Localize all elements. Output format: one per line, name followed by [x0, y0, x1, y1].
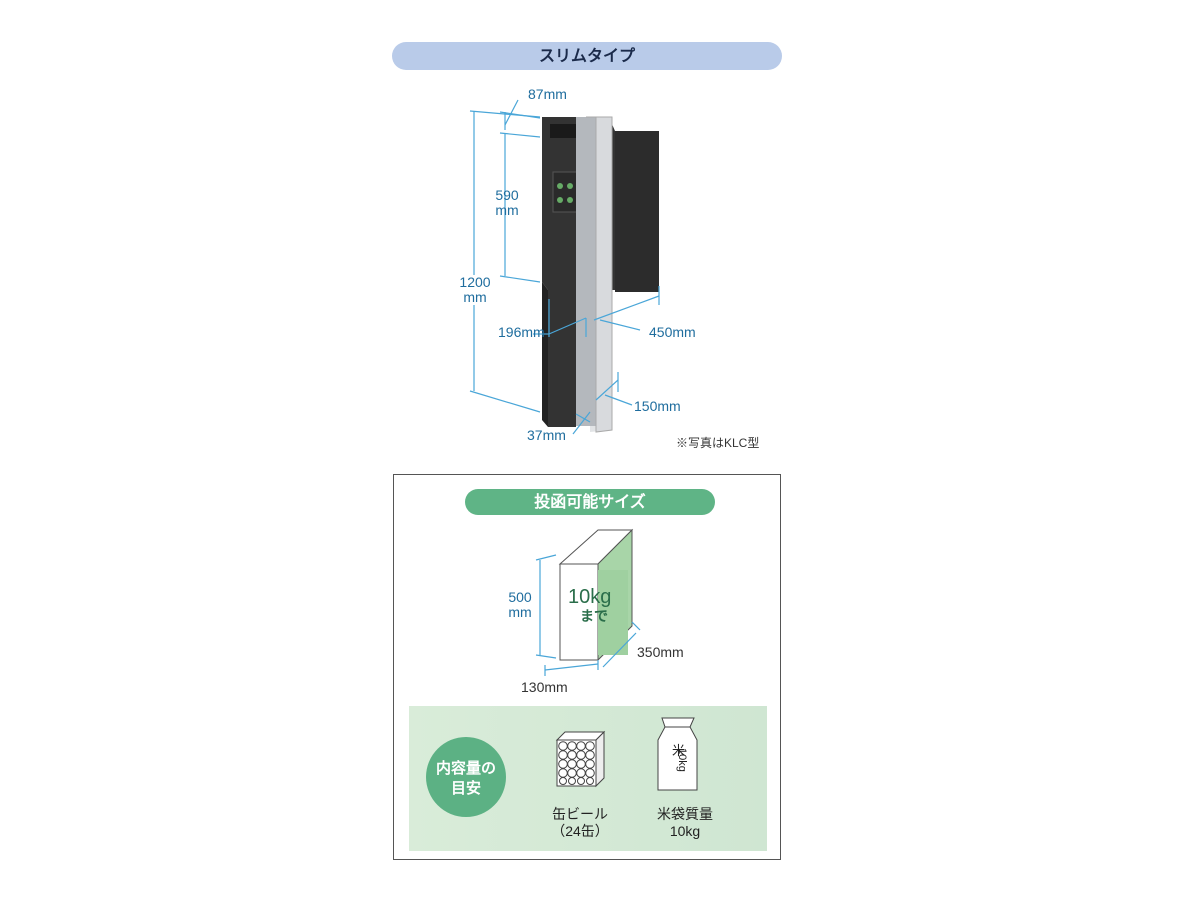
box-height-unit: mm	[508, 604, 532, 620]
post-width-label: 37mm	[527, 427, 566, 443]
total-height-unit: mm	[463, 289, 487, 305]
box-height-value: 500	[508, 589, 532, 605]
dimension-lines	[469, 99, 660, 435]
beer-cans-icon	[555, 730, 606, 788]
box-depth-label: 350mm	[637, 644, 684, 660]
box-side-shade	[598, 570, 628, 655]
weight-limit-value: 10kg	[568, 586, 612, 608]
photo-note: ※写真はKLC型	[676, 436, 760, 450]
indicator-icon	[567, 183, 573, 189]
indicator-icon	[557, 197, 563, 203]
page-title: スリムタイプ	[392, 42, 782, 70]
capacity-heading: 内容量の 目安	[426, 737, 506, 817]
silver-post-front	[576, 117, 596, 426]
capacity-heading-line2: 目安	[450, 779, 481, 797]
box-width-label: 130mm	[521, 679, 568, 695]
silver-post	[586, 116, 613, 433]
rice-bag-weight: 10kg	[676, 748, 688, 772]
depth-label: 450mm	[649, 324, 696, 340]
top-depth-label: 87mm	[528, 86, 567, 102]
rice-bag-char: 米	[672, 743, 686, 758]
width-label: 196mm	[498, 324, 545, 340]
rice-label: 米袋質量 10kg	[645, 806, 725, 840]
weight-limit-suffix: まで	[580, 608, 608, 624]
box-height-label: 500 mm	[505, 590, 535, 620]
indicator-icon	[567, 197, 573, 203]
box-dimension-lines	[535, 554, 641, 676]
rice-name: 米袋質量	[657, 806, 713, 822]
indicator-icon	[557, 183, 563, 189]
rice-detail: 10kg	[669, 823, 701, 839]
rice-bag-icon	[657, 717, 698, 791]
beer-label: 缶ビール （24缶）	[540, 806, 620, 840]
beer-name: 缶ビール	[552, 806, 608, 822]
slot-height-label: 590 mm	[490, 188, 524, 218]
leg-shadow	[542, 282, 548, 427]
slot-height-unit: mm	[495, 202, 519, 218]
post-depth-label: 150mm	[634, 398, 681, 414]
slot-height-value: 590	[495, 187, 519, 203]
mailbox-leg	[548, 290, 576, 427]
total-height-label: 1200 mm	[455, 275, 495, 305]
section-title: 投函可能サイズ	[465, 489, 715, 515]
beer-detail: （24缶）	[551, 823, 609, 839]
mailbox-back	[615, 131, 659, 292]
total-height-value: 1200	[459, 274, 491, 290]
capacity-section	[393, 474, 781, 860]
control-panel	[552, 171, 578, 213]
capacity-heading-line1: 内容量の	[435, 759, 496, 777]
